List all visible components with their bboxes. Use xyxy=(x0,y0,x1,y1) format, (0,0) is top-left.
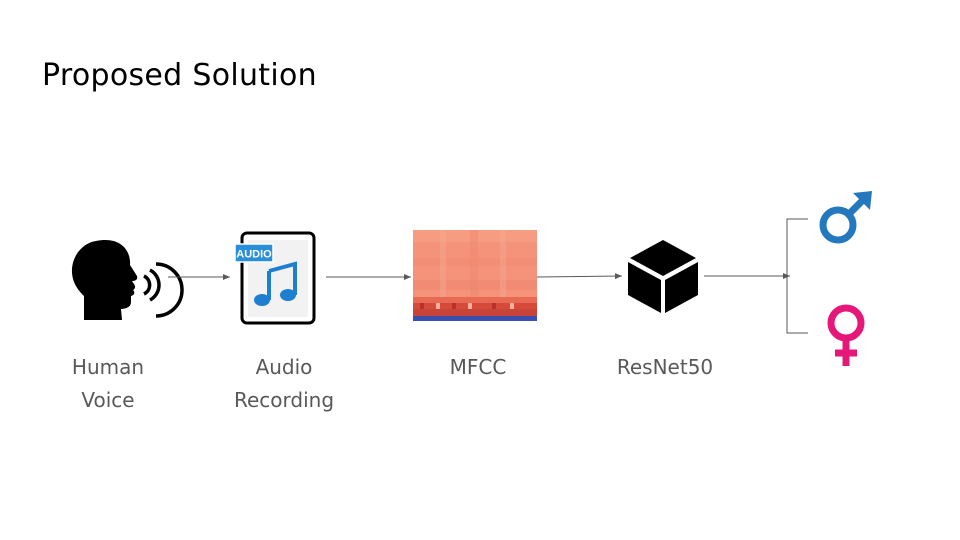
stage-label-human-voice: Human Voice xyxy=(48,351,168,417)
stage-label-resnet50: ResNet50 xyxy=(603,351,727,384)
stage-label-line: Voice xyxy=(81,388,135,412)
audio-badge-text: AUDIO xyxy=(236,249,272,261)
output-split-bracket xyxy=(786,218,808,334)
female-symbol-icon xyxy=(827,304,865,366)
music-note-icon xyxy=(254,261,297,306)
cube-icon xyxy=(628,240,698,313)
stage-label-mfcc: MFCC xyxy=(418,351,538,384)
stage-label-audio-recording: Audio Recording xyxy=(214,351,354,417)
mfcc-spectrogram-image xyxy=(413,230,537,321)
audio-file-icon: AUDIO xyxy=(234,231,316,325)
stage-label-line: Recording xyxy=(233,388,335,412)
arrow-mfcc-to-resnet xyxy=(536,273,623,280)
stage-label-line: Audio xyxy=(255,355,313,379)
stage-label-line: Human xyxy=(71,355,145,379)
slide-title: Proposed Solution xyxy=(42,58,317,93)
male-symbol-icon xyxy=(819,191,872,244)
stage-label-line: ResNet50 xyxy=(616,355,714,379)
stage-label-line: MFCC xyxy=(449,355,507,379)
speaking-head-icon xyxy=(71,240,184,320)
